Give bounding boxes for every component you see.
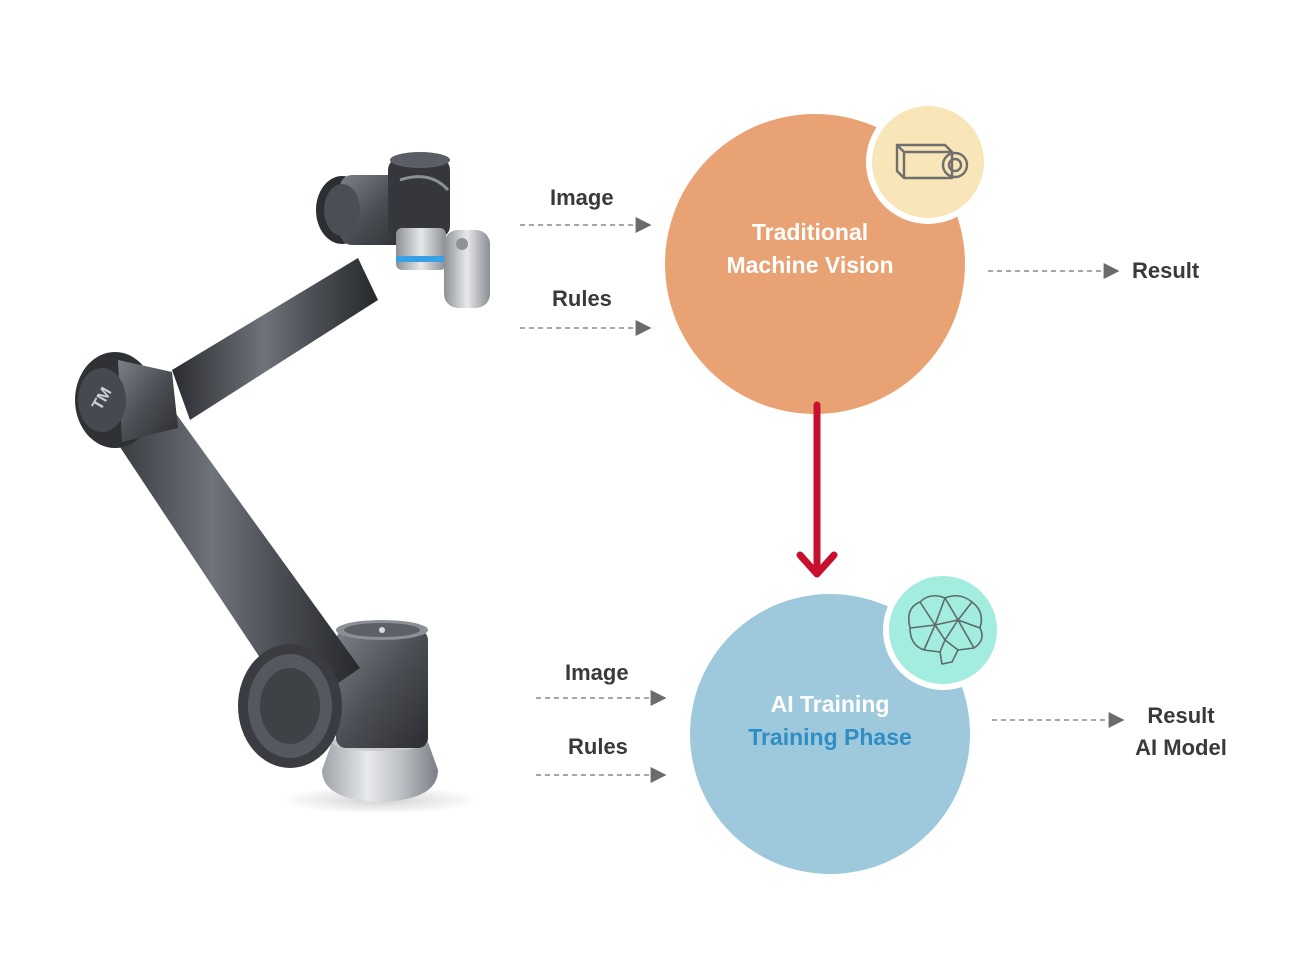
ai-title: AI Training Training Phase (690, 688, 970, 754)
ai-title-line1: AI Training (690, 688, 970, 721)
ai-output-line2: AI Model (1132, 732, 1230, 764)
robot-arm: TM (75, 152, 490, 814)
traditional-title: Traditional Machine Vision (665, 216, 955, 282)
ai-output-line1: Result (1132, 700, 1230, 732)
ai-title-line2: Training Phase (690, 721, 970, 754)
traditional-image-label: Image (550, 187, 614, 209)
traditional-rules-label: Rules (552, 288, 612, 310)
traditional-title-line2: Machine Vision (665, 249, 955, 282)
traditional-result-label: Result (1132, 260, 1199, 282)
ai-image-label: Image (565, 662, 629, 684)
ai-output-label: Result AI Model (1132, 700, 1230, 764)
brain-badge (883, 570, 1003, 690)
camera-badge (866, 100, 990, 224)
traditional-title-line1: Traditional (665, 216, 955, 249)
ai-rules-label: Rules (568, 736, 628, 758)
transition-arrow (800, 405, 834, 574)
